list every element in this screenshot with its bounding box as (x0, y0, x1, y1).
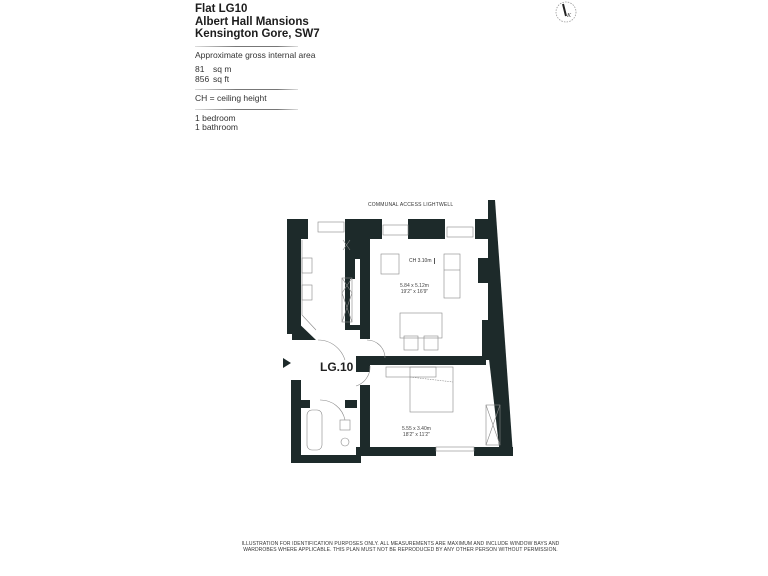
bathroom-count: 1 bathroom (195, 122, 238, 132)
reception-dimensions: 5.84 x 5.12m 19'2" x 16'9" (400, 283, 429, 295)
svg-text:K: K (566, 13, 572, 19)
ceiling-height-note: CH = ceiling height (195, 93, 267, 103)
divider (195, 108, 298, 110)
bedroom-dimensions: 5.55 x 3.40m 18'2" x 11'2" (402, 426, 431, 438)
lightwell-label: COMMUNAL ACCESS LIGHTWELL (368, 202, 454, 208)
walls (287, 200, 513, 463)
divider (195, 45, 298, 47)
address: Kensington Gore, SW7 (195, 28, 320, 40)
entrance-arrow-icon (283, 358, 291, 368)
property-header: Flat LG10 Albert Hall Mansions Kensingto… (195, 3, 335, 133)
reception-ceiling-height: CH 3.10m (409, 258, 435, 264)
building-name: Albert Hall Mansions (195, 15, 309, 28)
divider (195, 89, 298, 90)
disclaimer: ILLUSTRATION FOR IDENTIFICATION PURPOSES… (241, 541, 560, 553)
agent-monogram-icon: K (555, 1, 577, 23)
flat-number: Flat LG10 (195, 3, 248, 15)
fixtures (301, 221, 501, 452)
unit-label: LG.10 (318, 360, 356, 374)
area-label: Approximate gross internal area (195, 49, 316, 60)
bedroom-count: 1 bedroom (195, 112, 236, 123)
